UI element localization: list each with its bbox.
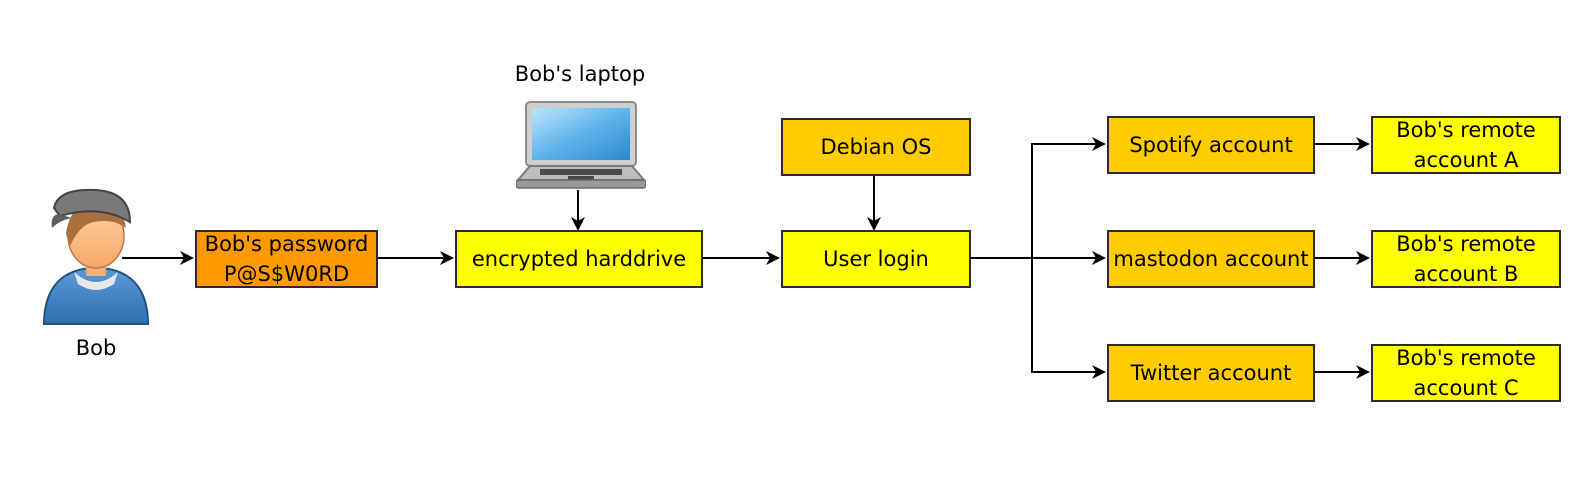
remote-b-box: Bob's remote account B	[1371, 230, 1561, 288]
remote-a-box: Bob's remote account A	[1371, 116, 1561, 174]
login-box: User login	[781, 230, 971, 288]
user-label: Bob	[75, 336, 117, 360]
twitter-box: Twitter account	[1107, 344, 1315, 402]
laptop-label: Bob's laptop	[514, 62, 646, 86]
remote-c-line2: account C	[1413, 376, 1519, 400]
spotify-box: Spotify account	[1107, 116, 1315, 174]
laptop-icon	[516, 101, 646, 189]
remote-c-box: Bob's remote account C	[1371, 344, 1561, 402]
user-icon	[42, 188, 150, 325]
password-box-line1: Bob's password	[204, 232, 369, 256]
remote-b-line2: account B	[1413, 262, 1519, 286]
remote-c-line1: Bob's remote	[1396, 346, 1536, 370]
remote-a-line2: account A	[1413, 148, 1519, 172]
password-box-line2: P@S$W0RD	[223, 262, 350, 286]
mastodon-box: mastodon account	[1107, 230, 1315, 288]
remote-a-line1: Bob's remote	[1396, 118, 1536, 142]
harddrive-box: encrypted harddrive	[455, 230, 703, 288]
password-box: Bob's password P@S$W0RD	[195, 230, 378, 288]
remote-b-line1: Bob's remote	[1396, 232, 1536, 256]
debian-box: Debian OS	[781, 118, 971, 176]
